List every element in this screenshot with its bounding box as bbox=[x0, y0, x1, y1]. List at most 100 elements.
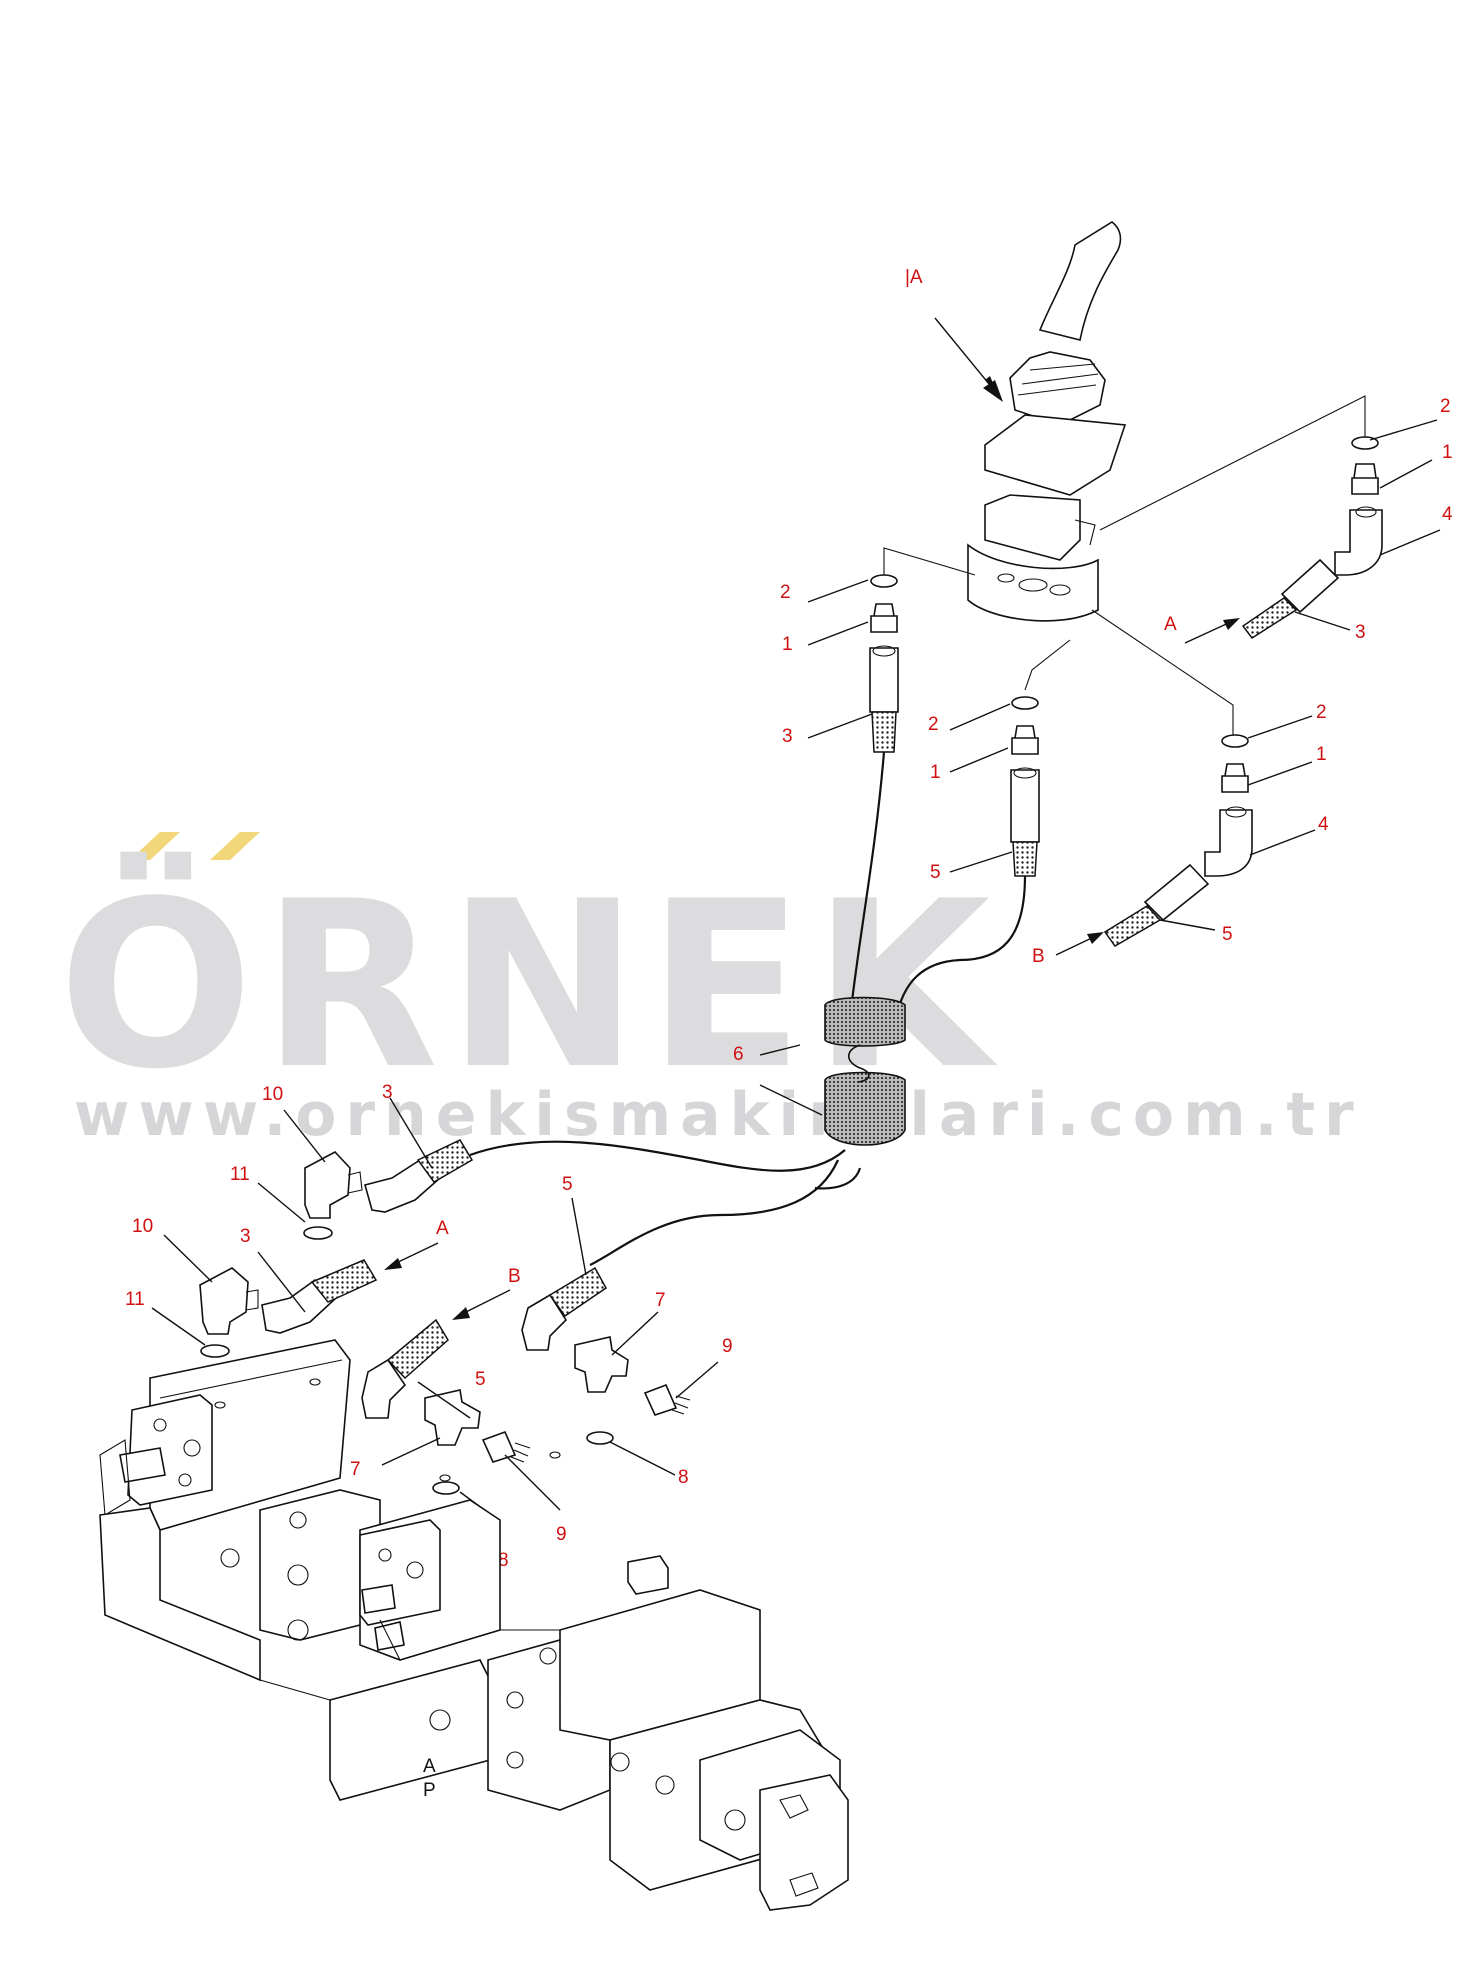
bottom-label-line2: P bbox=[423, 1780, 436, 1801]
hose-line bbox=[814, 1167, 862, 1190]
callout-5: 5 bbox=[562, 1174, 573, 1195]
callout-11: 11 bbox=[125, 1289, 145, 1310]
pump-cover bbox=[759, 1774, 849, 1911]
callout-10: 10 bbox=[132, 1216, 153, 1237]
pressure-switch bbox=[481, 1430, 517, 1463]
hose-fitting bbox=[361, 1358, 407, 1419]
callout-3: 3 bbox=[1355, 622, 1366, 643]
clamp-upper bbox=[824, 996, 906, 1047]
view-arrow-a: |A bbox=[905, 267, 1003, 402]
watermark-accent-left bbox=[130, 832, 180, 860]
hose-fitting bbox=[261, 1278, 338, 1334]
valve-base bbox=[99, 1507, 261, 1682]
joystick-body bbox=[984, 494, 1081, 561]
o-ring bbox=[303, 1226, 333, 1240]
hose-line bbox=[896, 875, 1027, 1011]
valve-section bbox=[329, 1659, 491, 1801]
callout-b: B bbox=[1032, 946, 1045, 967]
o-ring bbox=[586, 1431, 614, 1445]
elbow bbox=[304, 1151, 351, 1219]
hose-mesh bbox=[386, 1318, 449, 1380]
callout-1: 1 bbox=[1442, 442, 1453, 463]
valve-cap bbox=[627, 1555, 669, 1595]
o-ring bbox=[1221, 734, 1249, 748]
watermark: ÖRNEK www.ornekismakinalari.com.tr bbox=[58, 832, 1354, 1150]
callout-5: 5 bbox=[930, 862, 941, 883]
elbow bbox=[1204, 809, 1253, 877]
pressure-switch bbox=[643, 1383, 678, 1416]
o-ring bbox=[432, 1481, 460, 1495]
callout-2: 2 bbox=[780, 582, 791, 603]
adapter bbox=[1221, 763, 1249, 793]
callout-8: 8 bbox=[498, 1550, 509, 1571]
tee-fitting bbox=[424, 1389, 481, 1446]
hose-mesh bbox=[310, 1259, 378, 1303]
hose-fitting bbox=[869, 647, 899, 713]
callout-b: B bbox=[508, 1266, 521, 1287]
adapter bbox=[870, 603, 898, 633]
control-valve-block bbox=[99, 1339, 849, 1911]
hose-mesh bbox=[871, 711, 897, 753]
callout-7: 7 bbox=[655, 1290, 666, 1311]
hose-mesh bbox=[1012, 841, 1038, 877]
joystick-boot bbox=[1009, 351, 1106, 426]
callout-11: 11 bbox=[230, 1164, 250, 1185]
callout-10: 10 bbox=[262, 1084, 283, 1105]
joystick-base bbox=[967, 543, 1099, 622]
callout-4: 4 bbox=[1318, 814, 1329, 835]
callout-a: A bbox=[1164, 614, 1177, 635]
valve-port bbox=[119, 1447, 166, 1483]
joystick-plate bbox=[984, 414, 1127, 496]
callout-2: 2 bbox=[1316, 702, 1327, 723]
callout-2: 2 bbox=[1440, 396, 1451, 417]
valve-port bbox=[361, 1584, 396, 1614]
port-group-top-right: 2 1 4 3 A bbox=[1164, 396, 1453, 644]
o-ring bbox=[1011, 696, 1039, 710]
joystick-assembly bbox=[967, 221, 1127, 622]
elbow bbox=[1334, 509, 1383, 576]
callout-2: 2 bbox=[928, 714, 939, 735]
callout-5: 5 bbox=[475, 1369, 486, 1390]
hose-mesh bbox=[1103, 905, 1162, 947]
view-label: |A bbox=[905, 267, 923, 288]
joystick-grip bbox=[1038, 221, 1122, 341]
callout-5: 5 bbox=[1222, 924, 1233, 945]
callout-3: 3 bbox=[382, 1082, 393, 1103]
callout-6: 6 bbox=[733, 1044, 744, 1065]
callout-3: 3 bbox=[240, 1226, 251, 1247]
callout-1: 1 bbox=[782, 634, 793, 655]
callout-1: 1 bbox=[1316, 744, 1327, 765]
hose-fitting bbox=[1143, 863, 1210, 922]
bottom-label-line1: A bbox=[423, 1756, 436, 1777]
hose-fitting bbox=[1010, 769, 1040, 843]
callout-a: A bbox=[436, 1218, 449, 1239]
hose-mesh bbox=[416, 1139, 474, 1183]
hose-line bbox=[469, 1140, 846, 1172]
o-ring bbox=[870, 574, 898, 588]
adapter bbox=[1011, 725, 1039, 755]
elbow bbox=[199, 1267, 249, 1335]
hose-fitting bbox=[1280, 558, 1340, 614]
callout-9: 9 bbox=[556, 1524, 567, 1545]
bottom-label: A P bbox=[423, 1756, 436, 1801]
watermark-accent-right bbox=[210, 832, 260, 860]
callout-1: 1 bbox=[930, 762, 941, 783]
adapter bbox=[1351, 463, 1379, 495]
o-ring bbox=[200, 1344, 230, 1358]
port-group-middle: 2 1 5 bbox=[928, 696, 1040, 883]
port-group-left: 2 1 3 bbox=[780, 574, 899, 753]
clamp-lower bbox=[824, 1071, 906, 1146]
port-group-right: 2 1 4 5 B bbox=[1032, 702, 1329, 967]
tee-fitting bbox=[574, 1336, 629, 1393]
valve-port bbox=[374, 1621, 405, 1651]
callout-9: 9 bbox=[722, 1336, 733, 1357]
hose-mesh bbox=[548, 1266, 607, 1318]
callout-4: 4 bbox=[1442, 504, 1453, 525]
callout-8: 8 bbox=[678, 1467, 689, 1488]
callout-7: 7 bbox=[350, 1459, 361, 1480]
hose-mesh bbox=[1241, 597, 1298, 640]
hose-line bbox=[589, 1159, 840, 1266]
hose-fitting bbox=[364, 1158, 442, 1213]
callout-3: 3 bbox=[782, 726, 793, 747]
